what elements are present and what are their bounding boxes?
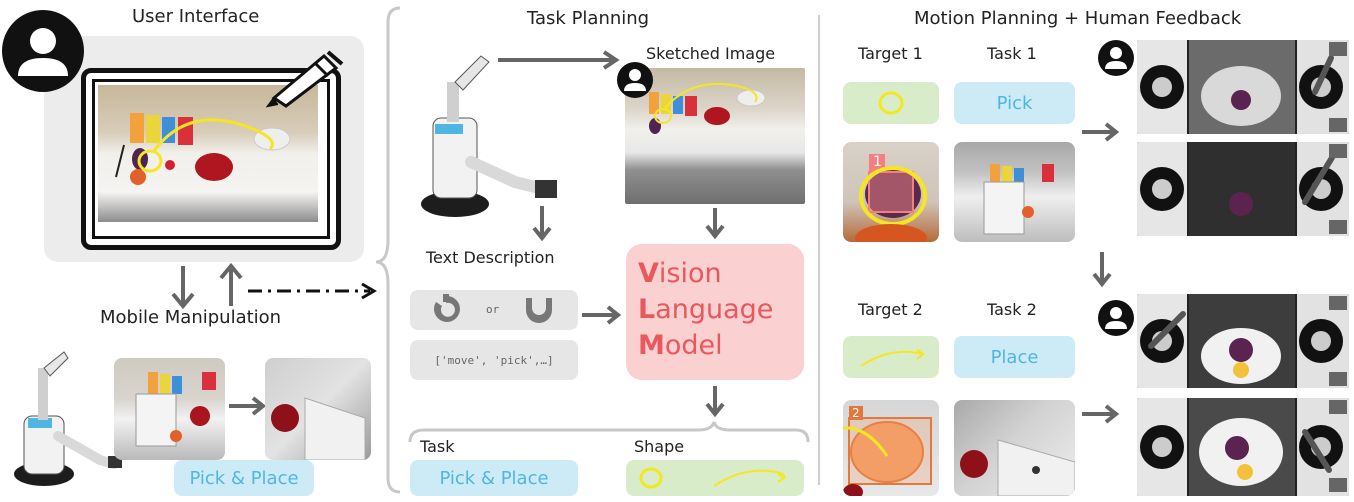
vlm-line-vision: Vision bbox=[638, 258, 722, 289]
output-shape-label: Shape bbox=[634, 437, 685, 456]
target2-crop: 2 bbox=[843, 400, 939, 496]
or-label: or bbox=[486, 303, 500, 316]
manip-photo-2 bbox=[265, 358, 371, 460]
robot-to-sketch-arrow bbox=[498, 50, 620, 70]
output-shape-box bbox=[626, 460, 804, 496]
task2-label: Task 2 bbox=[987, 300, 1037, 319]
output-brace bbox=[408, 421, 810, 443]
robot-image-left bbox=[14, 351, 122, 486]
vlm-to-output-arrow bbox=[705, 386, 725, 418]
feedback-screen-1 bbox=[1137, 40, 1349, 134]
task-section-title: Task Planning bbox=[527, 8, 650, 29]
target1-shape-box bbox=[843, 82, 939, 124]
ui-section-title: User Interface bbox=[132, 6, 260, 27]
target2-label: Target 2 bbox=[858, 300, 923, 319]
sketched-image-label: Sketched Image bbox=[646, 44, 776, 63]
tablet-inner-border bbox=[92, 79, 330, 239]
mobile-manipulation-label: Mobile Manipulation bbox=[100, 307, 282, 328]
task1-label: Task 1 bbox=[987, 44, 1037, 63]
target2-badge: 2 bbox=[852, 406, 860, 420]
pen-icon bbox=[265, 50, 344, 108]
gripper-pinch-icon bbox=[433, 294, 460, 322]
text-to-vlm-arrow bbox=[582, 305, 622, 325]
target1-label: Target 1 bbox=[858, 44, 923, 63]
motion-section-title: Motion Planning + Human Feedback bbox=[914, 8, 1242, 29]
section-divider bbox=[818, 15, 820, 485]
action-list-code: ['move', 'pick',…] bbox=[434, 353, 554, 367]
user-icon-feedback-2 bbox=[1098, 300, 1134, 336]
target2-shape-box bbox=[843, 336, 939, 378]
task1-pick: Pick bbox=[954, 82, 1075, 124]
target1-badge: 1 bbox=[873, 154, 882, 170]
output-task-value: Pick & Place bbox=[410, 460, 578, 496]
sketch-to-vlm-arrow bbox=[705, 208, 725, 240]
ui-arrows bbox=[171, 262, 377, 310]
manip-photo-1 bbox=[114, 358, 225, 460]
vlm-line-model: Model bbox=[638, 330, 723, 361]
sketched-image bbox=[625, 68, 805, 204]
gripper-option-box: or bbox=[410, 290, 578, 330]
task2-place: Place bbox=[954, 336, 1075, 378]
vlm-box: Vision Language Model bbox=[626, 244, 804, 380]
text-description-label: Text Description bbox=[426, 248, 555, 267]
pick-place-badge-left: Pick & Place bbox=[174, 460, 314, 496]
feedback-screen-2 bbox=[1137, 142, 1349, 236]
target1-crop: 1 bbox=[843, 142, 939, 242]
motion-arrow-2 bbox=[1082, 404, 1120, 424]
robot-to-text-arrow bbox=[532, 206, 552, 242]
task2-photo bbox=[954, 400, 1075, 496]
output-task-label: Task bbox=[420, 437, 455, 456]
tablet-scene bbox=[98, 85, 318, 222]
user-icon bbox=[2, 10, 84, 92]
motion-arrow-down bbox=[1092, 252, 1112, 288]
user-icon-feedback-1 bbox=[1098, 40, 1134, 76]
gripper-wrap-icon bbox=[526, 298, 552, 323]
code-box: ['move', 'pick',…] bbox=[410, 340, 578, 380]
motion-arrow-1 bbox=[1082, 122, 1120, 142]
robot-image-center bbox=[421, 55, 557, 217]
task1-photo bbox=[954, 142, 1075, 242]
feedback-screen-4 bbox=[1137, 398, 1349, 496]
feedback-screen-3 bbox=[1137, 294, 1349, 388]
vlm-line-language: Language bbox=[638, 294, 774, 325]
user-icon-sketch bbox=[617, 62, 653, 98]
brace-left bbox=[375, 6, 401, 494]
manip-arrow bbox=[229, 396, 267, 416]
